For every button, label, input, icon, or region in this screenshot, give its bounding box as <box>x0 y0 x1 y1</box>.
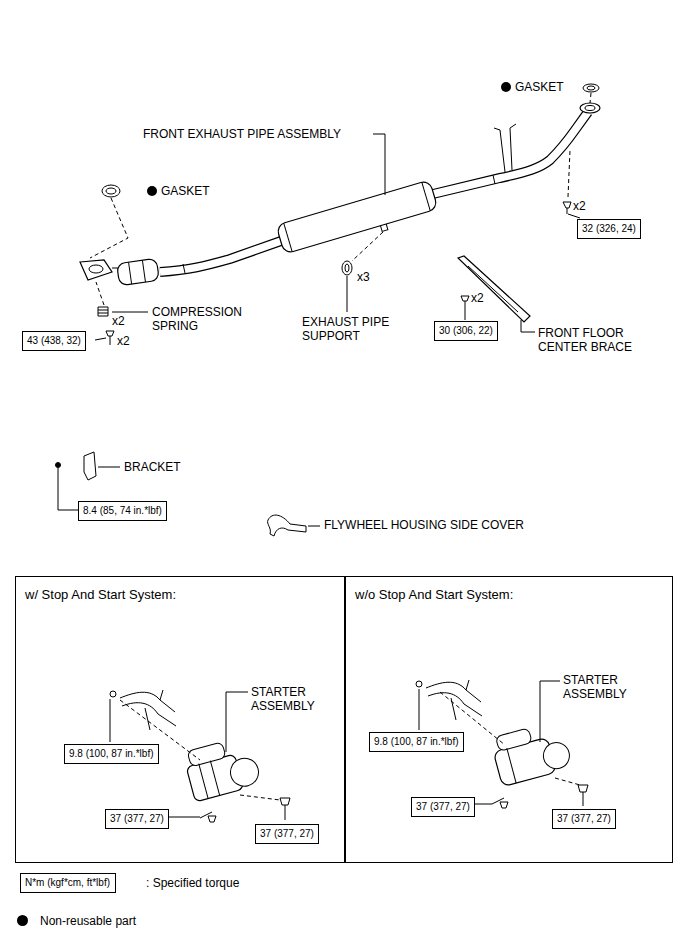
torque-box: 9.8 (100, 87 in.*lbf) <box>64 744 159 764</box>
non-reusable-dot <box>17 915 28 926</box>
fasteners <box>98 202 571 345</box>
flywheel-cover <box>268 515 306 536</box>
part-name: : Specified torque <box>146 876 239 890</box>
torque-value: 8.4 (85, 74 in.*lbf) <box>83 505 162 517</box>
panel-title: w/o Stop And Start System: <box>355 587 513 602</box>
part-name: EXHAUST PIPE SUPPORT <box>302 315 398 343</box>
gasket <box>583 84 599 92</box>
torque-value: 37 (377, 27) <box>260 828 314 840</box>
part-name: FRONT EXHAUST PIPE ASSEMBLY <box>143 127 341 141</box>
torque-value: 37 (377, 27) <box>416 801 470 813</box>
torque-box: 30 (306, 22) <box>434 321 498 341</box>
torque-box: 37 (377, 27) <box>255 824 319 844</box>
brace <box>458 256 530 322</box>
muffler <box>276 180 440 260</box>
torque-value: 9.8 (100, 87 in.*lbf) <box>69 748 154 760</box>
part-name: STARTER ASSEMBLY <box>251 685 321 713</box>
non-reusable-dot <box>147 186 157 196</box>
part-name: FRONT FLOOR CENTER BRACE <box>538 326 642 354</box>
part-name: GASKET <box>515 80 564 94</box>
part-name: FLYWHEEL HOUSING SIDE COVER <box>324 518 524 532</box>
torque-box: 8.4 (85, 74 in.*lbf) <box>78 501 167 521</box>
quantity: x2 <box>117 334 130 348</box>
bracket <box>84 452 96 480</box>
quantity: x2 <box>471 291 484 305</box>
part-name: COMPRESSION SPRING <box>152 305 252 333</box>
part-name: BRACKET <box>124 460 181 474</box>
torque-box: 37 (377, 27) <box>105 809 169 829</box>
torque-value: 43 (438, 32) <box>27 335 81 347</box>
torque-value: 37 (377, 27) <box>110 813 164 825</box>
legend-text: Non-reusable part <box>40 914 136 928</box>
panel-title: w/ Stop And Start System: <box>25 587 176 602</box>
non-reusable-dot <box>501 82 511 92</box>
quantity: x2 <box>573 199 586 213</box>
torque-box: N*m (kgf*cm, ft*lbf) <box>20 873 116 893</box>
part-name: GASKET <box>161 184 210 198</box>
torque-box: 9.8 (100, 87 in.*lbf) <box>369 732 464 752</box>
gasket <box>102 185 120 197</box>
torque-value: 32 (326, 24) <box>582 223 636 235</box>
torque-value: 30 (306, 22) <box>439 325 493 337</box>
torque-value: 37 (377, 27) <box>557 813 611 825</box>
torque-value: N*m (kgf*cm, ft*lbf) <box>25 877 111 889</box>
torque-box: 37 (377, 27) <box>411 797 475 817</box>
torque-box: 32 (326, 24) <box>577 219 641 239</box>
variant-panel: w/o Stop And Start System: 9.8 (100, 87 i… <box>345 576 673 863</box>
part-name: STARTER ASSEMBLY <box>563 673 633 701</box>
torque-box: 37 (377, 27) <box>552 809 616 829</box>
variant-panel: w/ Stop And Start System: 9.8 (100, 87 in… <box>15 576 345 863</box>
torque-value: 9.8 (100, 87 in.*lbf) <box>374 736 459 748</box>
catalytic-converter <box>80 258 159 285</box>
quantity: x3 <box>357 270 370 284</box>
torque-box: 43 (438, 32) <box>22 331 86 351</box>
quantity: x2 <box>112 314 125 328</box>
